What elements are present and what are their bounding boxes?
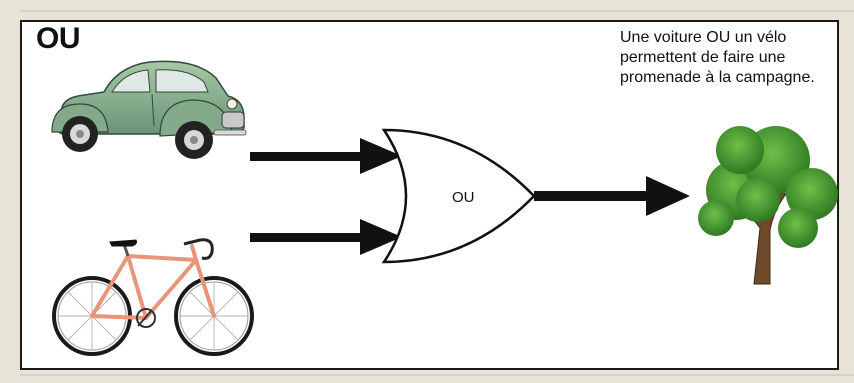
diagram-title: OU [36, 22, 81, 55]
or-gate [381, 128, 536, 264]
tree-icon [698, 126, 838, 285]
input-arrow-1 [250, 138, 402, 174]
diagram-caption: Une voiture OU un vélo permettent de fai… [620, 29, 815, 86]
car-icon [51, 60, 247, 159]
output-arrow [534, 176, 690, 216]
gate-label: OU [452, 189, 475, 206]
bicycle-icon [52, 238, 254, 356]
input-arrow-2 [250, 219, 402, 255]
